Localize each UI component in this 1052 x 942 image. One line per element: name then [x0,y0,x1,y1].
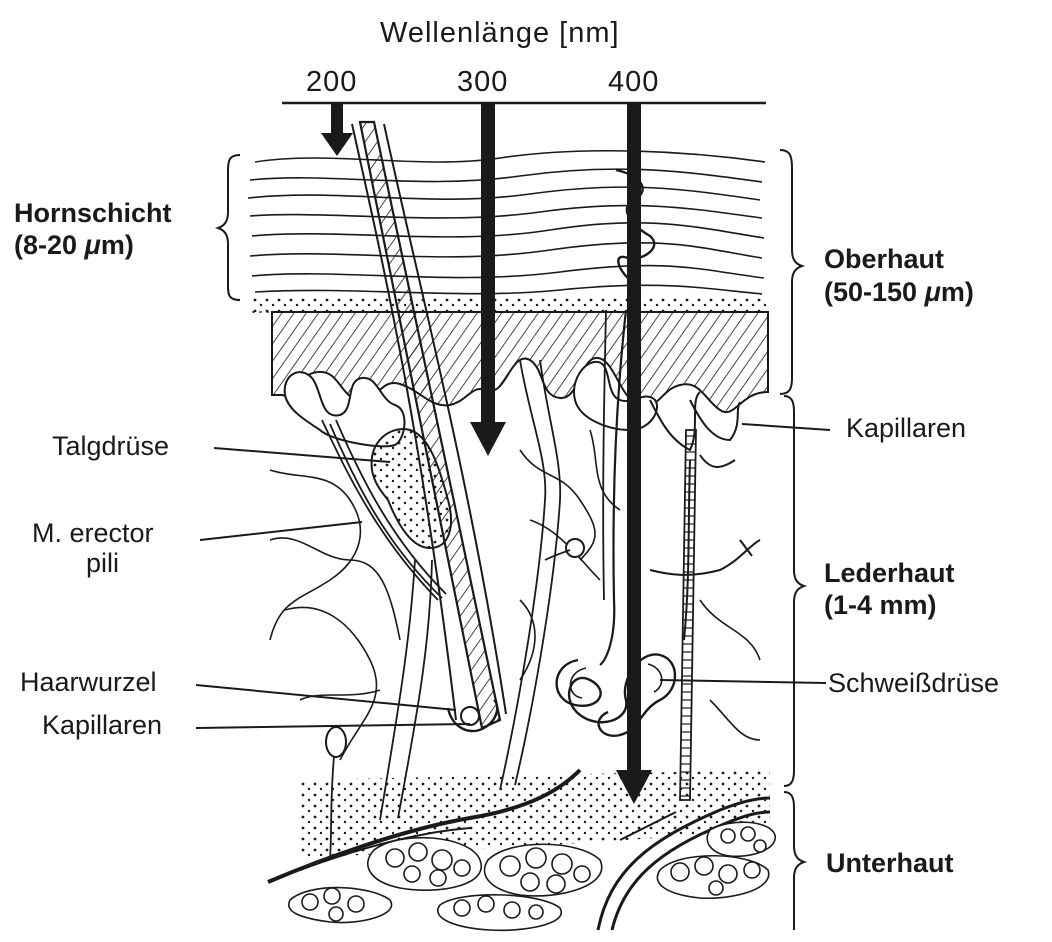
label-kapillaren-right: Kapillaren [846,413,966,444]
arrow-300nm [470,103,506,456]
scale-tick-300: 300 [457,66,508,99]
label-kapillaren-left: Kapillaren [42,710,162,741]
label-haarwurzel: Haarwurzel [20,667,157,698]
arrow-400nm [616,103,652,804]
brace-lederhaut [784,396,804,786]
leader-kapillaren-right [742,424,830,430]
label-oberhaut: Oberhaut [824,244,944,275]
label-lederhaut: Lederhaut [824,558,955,589]
label-hornschicht-range: (8-20 μm) [14,230,134,261]
scale-tick-200: 200 [306,66,357,99]
brace-unterhaut [784,792,804,930]
label-erector-1: M. erector [32,518,154,549]
striped-vessel [680,430,696,800]
leader-haarwurzel [196,685,456,710]
granular-layer [252,296,768,312]
scale-title: Wellenlänge [nm] [380,17,620,50]
arrow-200nm [321,103,353,156]
leader-talgdruese [214,448,390,462]
capillary-loops [650,392,760,640]
label-schweissdruese: Schweißdrüse [828,668,999,699]
label-erector-2: pili [86,548,119,579]
leader-lines [196,424,830,728]
label-unterhaut: Unterhaut [826,848,954,879]
label-hornschicht: Hornschicht [14,198,172,229]
scale-tick-400: 400 [608,66,659,99]
label-lederhaut-range: (1-4 mm) [824,590,937,621]
brace-hornschicht [218,155,240,300]
brace-oberhaut [780,150,802,394]
sweat-gland [557,170,675,736]
stratum-corneum [248,151,765,294]
label-talgdruese: Talgdrüse [52,431,169,462]
label-oberhaut-range: (50-150 μm) [824,277,974,308]
